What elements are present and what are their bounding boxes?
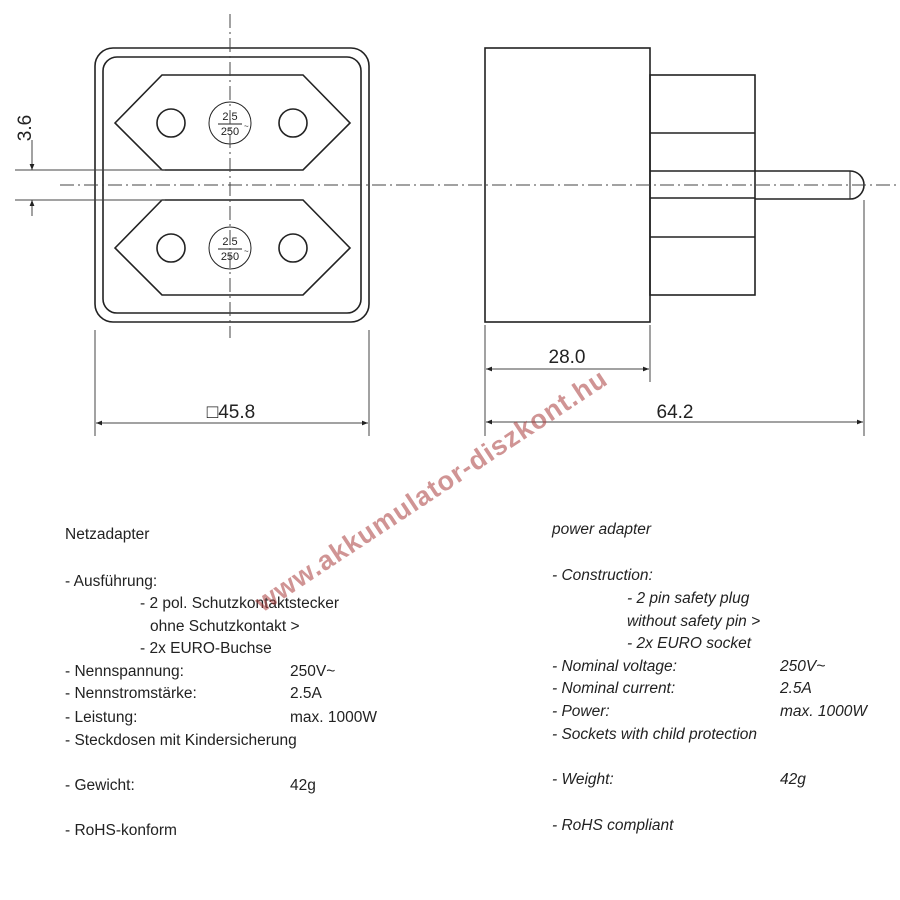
english-weight-label: - Weight: bbox=[552, 771, 614, 788]
english-spec-label: - Power: bbox=[552, 703, 610, 720]
rating-symbol: ~ bbox=[244, 247, 249, 256]
rating-circle bbox=[208, 226, 252, 270]
english-rohs: - RoHS compliant bbox=[552, 817, 674, 834]
german-spec-label: - Leistung: bbox=[65, 709, 138, 726]
german-construction-item: - 2x EURO-Buchse bbox=[140, 640, 272, 657]
german-weight-value: 42g bbox=[290, 777, 316, 794]
english-construction-item: - 2 pin safety plug bbox=[627, 590, 750, 607]
english-construction-label: - Construction: bbox=[552, 567, 653, 584]
german-rohs: - RoHS-konform bbox=[65, 822, 177, 839]
english-spec-label: - Nominal current: bbox=[552, 680, 676, 697]
socket-hole bbox=[156, 233, 186, 263]
english-weight-value: 42g bbox=[780, 771, 806, 788]
socket-hole bbox=[156, 108, 186, 138]
german-weight-label: - Gewicht: bbox=[65, 777, 135, 794]
german-child-protection: - Steckdosen mit Kindersicherung bbox=[65, 732, 297, 749]
english-spec-value: 2.5A bbox=[780, 680, 812, 697]
german-spec-value: 250V~ bbox=[290, 663, 336, 680]
dimension-gap: 3.6 bbox=[15, 115, 36, 141]
english-child-protection: - Sockets with child protection bbox=[552, 726, 758, 743]
german-spec-label: - Nennspannung: bbox=[65, 663, 184, 680]
english-spec-value: max. 1000W bbox=[780, 703, 868, 720]
german-spec-label: - Nennstromstärke: bbox=[65, 685, 197, 702]
german-construction-item: ohne Schutzkontakt > bbox=[150, 618, 300, 635]
english-construction-item: without safety pin > bbox=[627, 613, 761, 630]
dimension-width: □45.8 bbox=[207, 402, 255, 423]
dimension-body: 28.0 bbox=[549, 347, 586, 368]
german-construction-label: - Ausführung: bbox=[65, 573, 158, 590]
german-spec-value: 2.5A bbox=[290, 685, 322, 702]
rating-symbol: ~ bbox=[244, 122, 249, 131]
english-construction-item: - 2x EURO socket bbox=[627, 635, 752, 652]
english-spec-label: - Nominal voltage: bbox=[552, 658, 677, 675]
english-title: power adapter bbox=[552, 521, 652, 538]
german-title: Netzadapter bbox=[65, 526, 150, 543]
english-spec-value: 250V~ bbox=[780, 658, 826, 675]
rating-label: 2.5 bbox=[222, 236, 237, 248]
socket-hole bbox=[278, 233, 308, 263]
rating-label: 2.5 bbox=[222, 111, 237, 123]
dimension-length: 64.2 bbox=[657, 402, 694, 423]
socket-hole bbox=[278, 108, 308, 138]
rating-label: 250 bbox=[221, 251, 239, 263]
german-construction-item: - 2 pol. Schutzkontaktstecker bbox=[140, 595, 340, 612]
rating-label: 250 bbox=[221, 126, 239, 138]
german-spec-value: max. 1000W bbox=[290, 709, 378, 726]
